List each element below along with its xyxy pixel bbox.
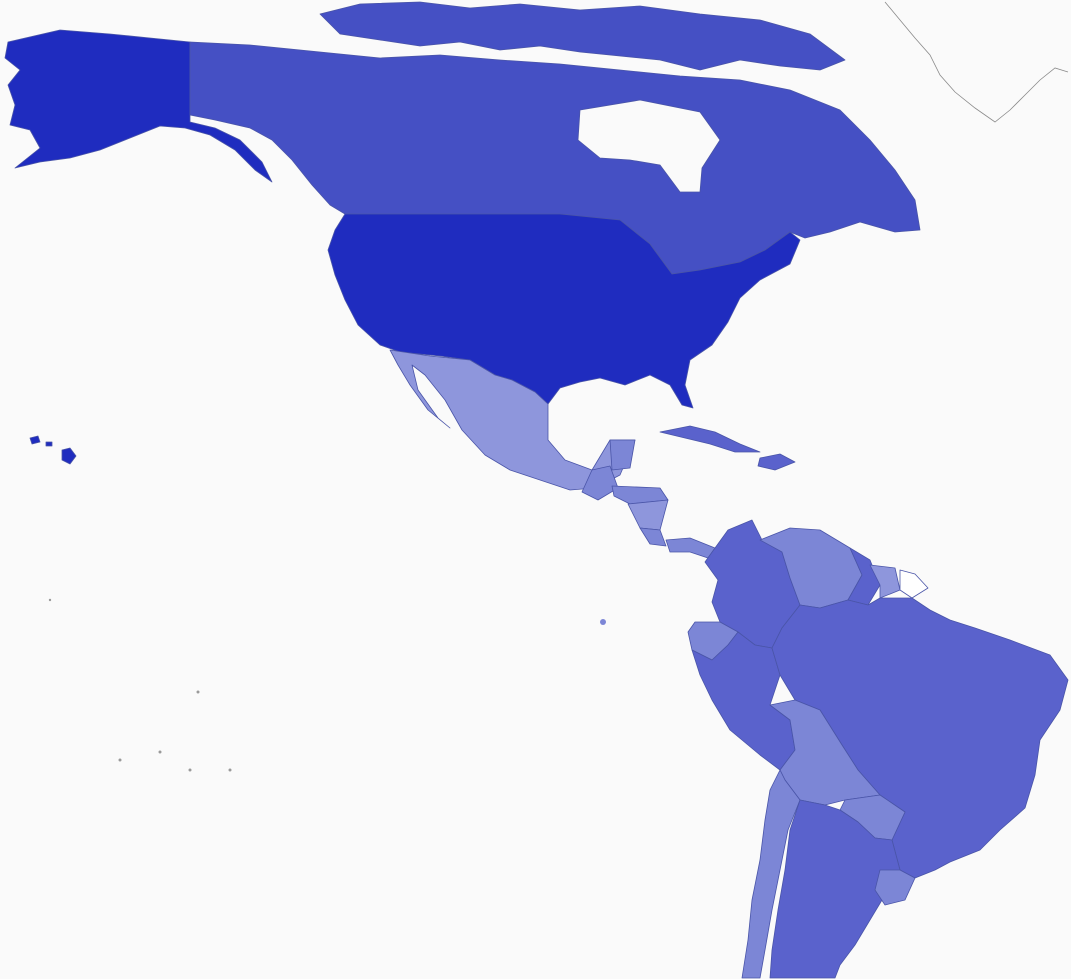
region-uruguay[interactable] — [874, 869, 916, 906]
region-argentina[interactable] — [769, 799, 901, 979]
region-french-guiana[interactable] — [899, 569, 929, 599]
region-chile[interactable] — [741, 769, 801, 979]
pacific-islets — [48, 598, 606, 772]
region-guatemala[interactable] — [581, 465, 619, 501]
region-hispaniola[interactable] — [757, 453, 796, 471]
islet — [228, 768, 232, 772]
region-suriname[interactable] — [869, 564, 901, 599]
region-bolivia[interactable] — [769, 699, 881, 806]
galapagos-islet — [600, 619, 606, 625]
region-cuba[interactable] — [659, 425, 761, 453]
islet — [188, 768, 192, 772]
region-belize[interactable] — [609, 439, 636, 471]
region-united-states[interactable] — [327, 213, 801, 409]
region-costa-rica[interactable] — [639, 527, 667, 547]
region-canada-arctic-islands[interactable] — [319, 1, 846, 71]
islet — [196, 690, 200, 694]
region-mexico[interactable] — [389, 349, 636, 491]
region-canada[interactable] — [189, 41, 921, 275]
islet — [118, 758, 122, 762]
region-hawaii[interactable] — [29, 435, 77, 465]
islet — [48, 598, 52, 602]
greenland-coastline — [884, 1, 1069, 123]
islet — [158, 750, 162, 754]
